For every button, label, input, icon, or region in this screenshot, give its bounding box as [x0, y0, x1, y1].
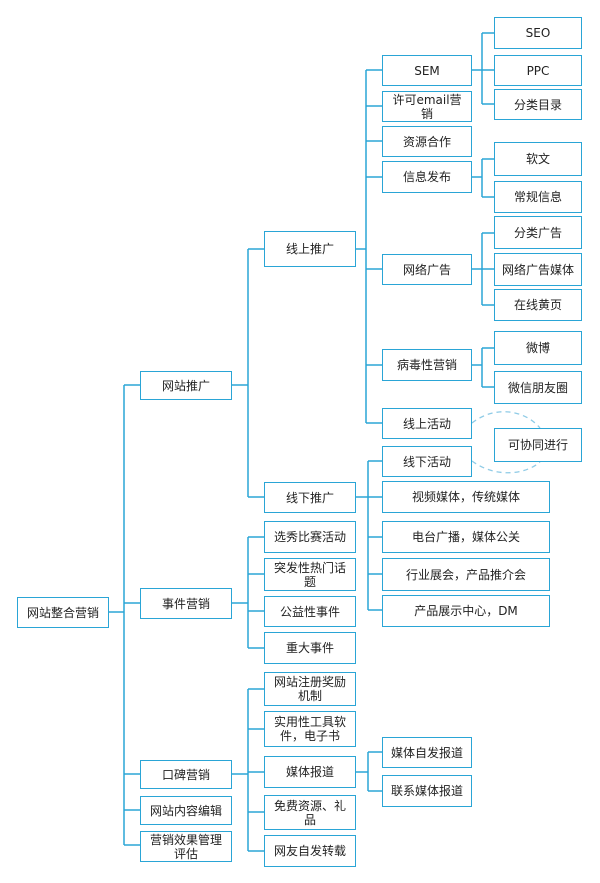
node-website-promotion: 网站推广	[140, 371, 232, 400]
node-event-marketing: 事件营销	[140, 588, 232, 619]
node-root: 网站整合营销	[17, 597, 109, 628]
node-event-item: 重大事件	[264, 632, 356, 664]
node-media-item: 媒体自发报道	[382, 737, 472, 768]
node-media-item: 联系媒体报道	[382, 775, 472, 807]
node-ad-item: 分类广告	[494, 216, 582, 249]
node-offline-item: 电台广播，媒体公关	[382, 521, 550, 553]
node-event-item: 公益性事件	[264, 596, 356, 627]
node-sem-item: PPC	[494, 55, 582, 86]
node-wom-item: 网友自发转载	[264, 835, 356, 867]
node-wom-item: 实用性工具软件，电子书	[264, 711, 356, 747]
node-content-editing: 网站内容编辑	[140, 796, 232, 825]
node-effect-evaluation: 营销效果管理评估	[140, 831, 232, 862]
node-offline-item: 视频媒体，传统媒体	[382, 481, 550, 513]
node-info-item: 软文	[494, 142, 582, 176]
node-offline-item: 行业展会，产品推介会	[382, 558, 550, 591]
node-viral-item: 微信朋友圈	[494, 371, 582, 404]
node-offline-activity: 线下活动	[382, 446, 472, 477]
node-offline-item: 产品展示中心，DM	[382, 595, 550, 627]
node-word-of-mouth: 口碑营销	[140, 760, 232, 789]
node-resource-cooperation: 资源合作	[382, 126, 472, 157]
node-viral-item: 微博	[494, 331, 582, 365]
node-sync-note: 可协同进行	[494, 428, 582, 462]
node-email-marketing: 许可email营销	[382, 91, 472, 122]
node-sem-item: 分类目录	[494, 89, 582, 120]
node-wom-item: 免费资源、礼品	[264, 795, 356, 830]
node-event-item: 选秀比赛活动	[264, 521, 356, 553]
node-ad-item: 在线黄页	[494, 289, 582, 321]
node-sem-item: SEO	[494, 17, 582, 49]
node-wom-item: 媒体报道	[264, 756, 356, 788]
node-event-item: 突发性热门话题	[264, 558, 356, 591]
node-online-activity: 线上活动	[382, 408, 472, 439]
node-ad-item: 网络广告媒体	[494, 253, 582, 286]
node-offline-promotion: 线下推广	[264, 482, 356, 513]
node-info-publishing: 信息发布	[382, 161, 472, 193]
node-wom-item: 网站注册奖励机制	[264, 672, 356, 706]
node-sem: SEM	[382, 55, 472, 86]
node-viral-marketing: 病毒性营销	[382, 349, 472, 381]
node-online-promotion: 线上推广	[264, 231, 356, 267]
node-info-item: 常规信息	[494, 181, 582, 213]
node-network-ads: 网络广告	[382, 254, 472, 285]
